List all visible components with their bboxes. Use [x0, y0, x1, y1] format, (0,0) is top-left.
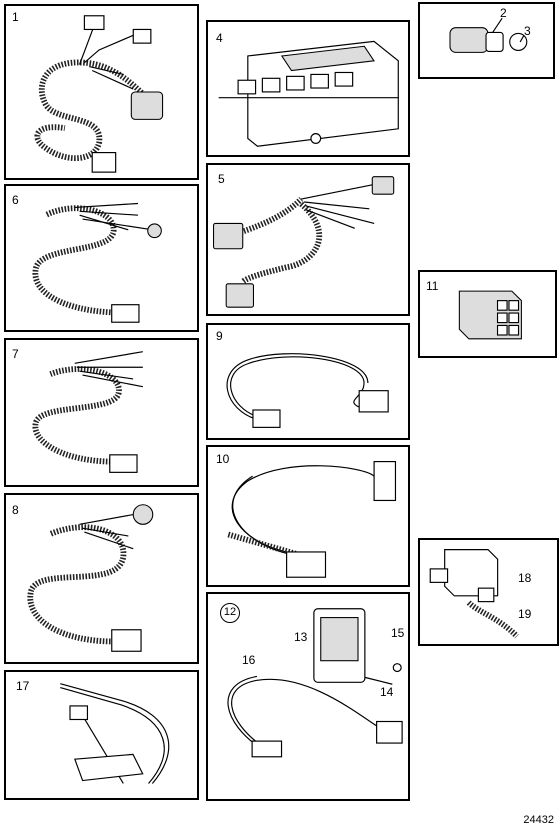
callout-11: 11 [426, 279, 439, 293]
cable-9-drawing [226, 353, 389, 428]
callout-8: 8 [12, 503, 19, 517]
callout-19: 19 [518, 607, 532, 621]
panel-2-3: 2 3 [418, 2, 555, 79]
connector-11-drawing [458, 290, 522, 340]
switch-drawing [449, 17, 528, 53]
callout-6: 6 [12, 193, 19, 207]
figure-number: 24432 [523, 814, 554, 826]
harness-6-drawing [32, 202, 162, 323]
callout-1: 1 [12, 10, 19, 24]
panel-9: 9 [206, 323, 410, 440]
panel-4: 4 [206, 20, 410, 157]
harness-7-drawing [32, 351, 143, 473]
panel-17: 17 [4, 670, 199, 800]
callout-18: 18 [518, 571, 532, 585]
adapter-17-drawing [60, 683, 170, 784]
panel-5: 5 [206, 163, 410, 316]
panel-1: 1 [4, 4, 199, 180]
panel-6: 6 [4, 184, 199, 332]
display-kit-drawing [227, 608, 403, 758]
panel-7: 7 [4, 338, 199, 487]
callout-3: 3 [524, 24, 531, 38]
callout-13: 13 [294, 630, 308, 644]
cable-10-drawing [227, 460, 397, 578]
panel-18-19: 18 19 [418, 538, 559, 646]
harness-1-drawing [34, 15, 164, 173]
callout-4: 4 [216, 31, 223, 45]
callout-12: 12 [220, 603, 240, 623]
callout-2: 2 [500, 6, 507, 20]
panel-11: 11 [418, 270, 557, 358]
callout-14: 14 [380, 685, 394, 699]
callout-5: 5 [218, 172, 225, 186]
control-unit-drawing [218, 40, 399, 147]
callout-15: 15 [391, 626, 405, 640]
callout-17: 17 [16, 679, 30, 693]
callout-7: 7 [12, 347, 19, 361]
sensor-18-drawing [429, 549, 519, 639]
panel-12: 12 13 14 15 16 [206, 592, 410, 801]
callout-16: 16 [242, 653, 256, 667]
panel-8: 8 [4, 493, 199, 664]
harness-8-drawing [27, 504, 154, 652]
callout-9: 9 [216, 329, 223, 343]
panel-10: 10 [206, 445, 410, 587]
harness-5-drawing [213, 176, 395, 308]
callout-10: 10 [216, 452, 230, 466]
